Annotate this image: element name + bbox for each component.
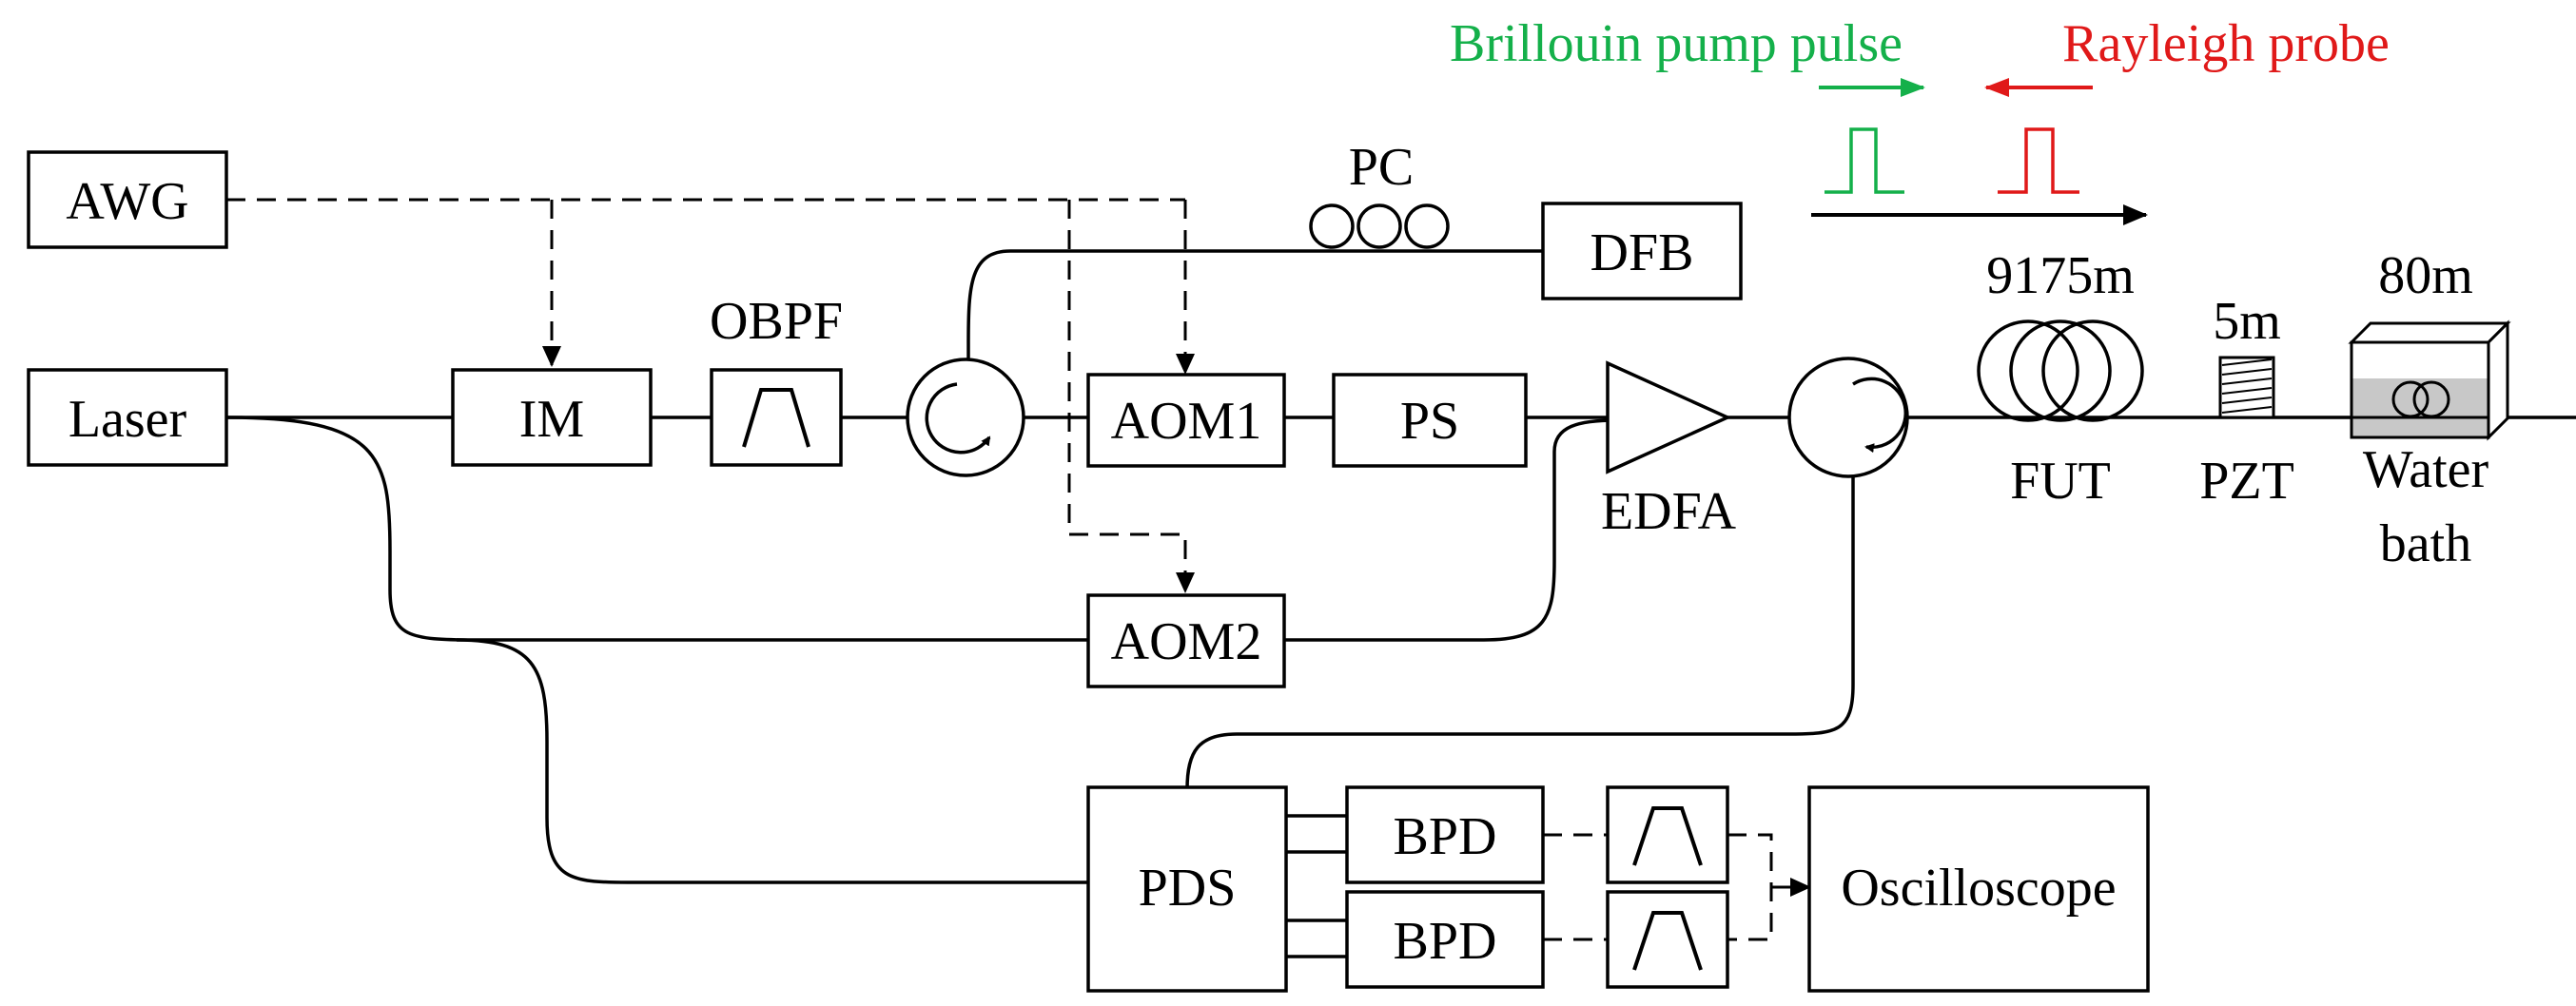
pc-label: PC	[1349, 138, 1415, 197]
aom2-label: AOM2	[1111, 612, 1262, 671]
pds-box: PDS	[1086, 785, 1288, 993]
circulator-2	[1787, 357, 1909, 478]
fut-fiber-coil: 9175m FUT	[1977, 246, 2144, 511]
pzt-length-label: 5m	[2213, 292, 2281, 351]
fut-length-label: 9175m	[1986, 246, 2135, 305]
water-bath: 80m Water bath	[2348, 246, 2511, 573]
water-bath-label-line1: Water	[2363, 440, 2489, 499]
dfb-box: DFB	[1541, 202, 1743, 300]
fiber-paths	[225, 249, 2576, 958]
rayleigh-probe-label: Rayleigh probe	[2062, 14, 2390, 73]
ps-label: PS	[1400, 392, 1459, 451]
bpd-bottom-label: BPD	[1394, 912, 1497, 971]
im-label: IM	[519, 390, 584, 449]
water-bath-length-label: 80m	[2378, 246, 2473, 305]
fut-label: FUT	[2010, 452, 2111, 511]
bandpass-icon	[1632, 911, 1703, 971]
pulse-legend: Brillouin pump pulse Rayleigh probe	[1450, 14, 2390, 225]
im-box: IM	[451, 368, 653, 467]
bpd-top-box: BPD	[1345, 785, 1545, 884]
laser-label: Laser	[68, 390, 187, 449]
control-lines	[226, 198, 1811, 941]
pzt-label: PZT	[2199, 452, 2294, 511]
bandpass-icon	[742, 388, 810, 448]
dfb-label: DFB	[1590, 223, 1694, 282]
ps-box: PS	[1332, 373, 1528, 468]
awg-box: AWG	[27, 150, 228, 249]
brillouin-pump-pulse-label: Brillouin pump pulse	[1450, 14, 1903, 73]
circulator-arrow-icon	[925, 382, 991, 455]
water-bath-label-line2: bath	[2380, 514, 2471, 573]
polarization-controller: PC	[1309, 138, 1450, 249]
laser-box: Laser	[27, 368, 228, 467]
aom1-box: AOM1	[1086, 373, 1286, 468]
pds-label: PDS	[1139, 859, 1237, 918]
obpf-filter: OBPF	[710, 292, 843, 467]
edfa-amplifier: EDFA	[1601, 360, 1737, 541]
circulator-1	[906, 358, 1025, 477]
oscilloscope-label: Oscilloscope	[1841, 859, 2116, 918]
obpf-label: OBPF	[710, 292, 843, 351]
electrical-filter-bottom	[1606, 890, 1729, 989]
awg-label: AWG	[66, 172, 188, 231]
circulator-arrow-icon	[1852, 377, 1907, 454]
edfa-label: EDFA	[1601, 482, 1737, 541]
rayleigh-pulse	[1998, 127, 2079, 194]
oscilloscope-box: Oscilloscope	[1807, 785, 2150, 993]
bpd-top-label: BPD	[1394, 807, 1497, 866]
bandpass-icon	[1632, 806, 1703, 866]
aom2-box: AOM2	[1086, 593, 1286, 688]
pzt-element: 5m PZT	[2199, 292, 2294, 511]
electrical-filter-top	[1606, 785, 1729, 884]
bpd-bottom-box: BPD	[1345, 890, 1545, 989]
aom1-label: AOM1	[1111, 392, 1262, 451]
brillouin-pulse	[1825, 127, 1904, 194]
